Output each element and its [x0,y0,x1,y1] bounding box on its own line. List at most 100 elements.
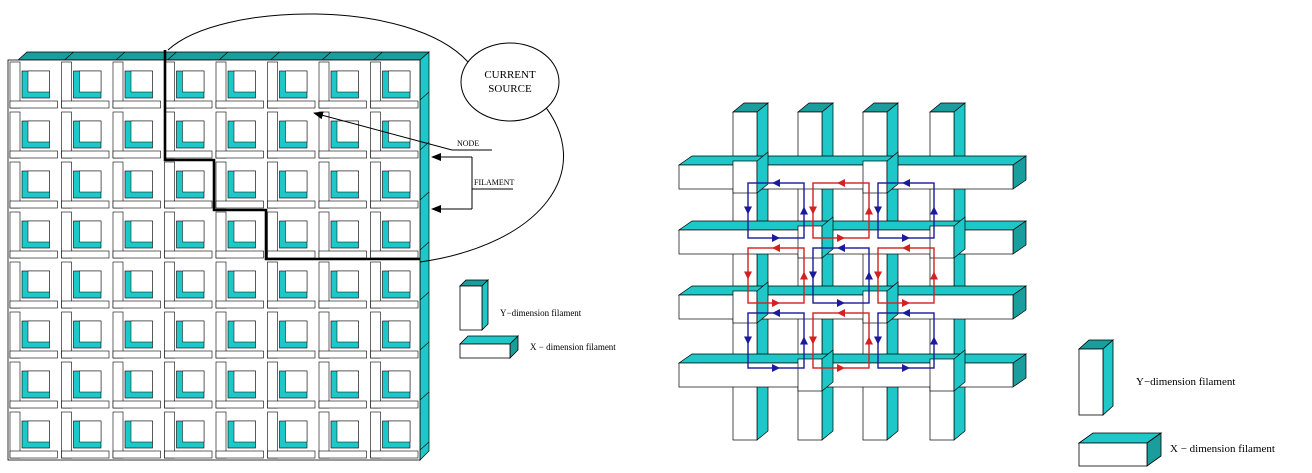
mesh-cell-inner [337,271,359,292]
mesh-x-crossing [216,201,264,208]
mesh-cell-inner [286,371,308,392]
right-legend-y-label: Y−dimension filament [1136,376,1235,388]
mesh-cell-inner [131,321,153,342]
mesh-cell-inner [234,371,256,392]
mesh-x-crossing [62,301,110,308]
mesh-x-crossing [113,251,161,258]
mesh-x-crossing [371,401,419,408]
mesh-x-crossing [216,101,264,108]
mesh-cell-inner [286,271,308,292]
mesh-cell-inner [28,271,50,292]
mesh-x-crossing [113,151,161,158]
mesh-cell-inner [28,121,50,142]
mesh-cell-inner [183,371,205,392]
y-filament-crossing [863,291,887,323]
mesh-cell-inner [337,221,359,242]
right-legend-x-filament-icon [1079,433,1161,466]
mesh-cell-inner [389,171,411,192]
mesh-cell-inner [234,221,256,242]
y-filament-crossing [798,359,822,391]
mesh-x-crossing [62,451,110,458]
mesh-x-crossing [10,301,58,308]
mesh-cell-inner [234,271,256,292]
mesh-x-crossing [268,201,316,208]
node-label: NODE [457,139,479,148]
mesh-cell-inner [389,321,411,342]
mesh-cell-inner [389,221,411,242]
left-mesh-diagram [8,50,429,460]
mesh-cell-inner [389,421,411,442]
filament-label: FILAMENT [474,178,515,187]
current-source-ellipse [461,43,559,121]
left-legend-y-label: Y−dimension filament [500,308,582,318]
y-filament-crossing [863,161,887,193]
mesh-cell-inner [80,71,102,92]
mesh-x-crossing [62,151,110,158]
right-mesh-diagram [679,103,1026,440]
mesh-x-crossing [319,451,367,458]
mesh-cell-inner [337,171,359,192]
mesh-cell-inner [80,421,102,442]
mesh-x-crossing [10,451,58,458]
mesh-cell-inner [80,271,102,292]
mesh-cell-inner [80,121,102,142]
left-legend-x-label: X − dimension filament [530,342,616,352]
mesh-x-crossing [10,151,58,158]
mesh-x-crossing [319,151,367,158]
mesh-x-crossing [268,401,316,408]
mesh-x-crossing [113,301,161,308]
mesh-x-crossing [62,251,110,258]
mesh-x-crossing [113,401,161,408]
mesh-x-crossing [62,401,110,408]
mesh-x-crossing [165,301,213,308]
mesh-cell-inner [28,71,50,92]
left-legend-x-filament-icon [460,336,518,358]
mesh-cell-inner [183,221,205,242]
mesh-cell-inner [389,371,411,392]
mesh-cell-inner [183,421,205,442]
mesh-x-crossing [165,401,213,408]
mesh-cell-inner [131,121,153,142]
mesh-x-crossing [319,251,367,258]
mesh-cell-inner [28,371,50,392]
mesh-cell-inner [183,71,205,92]
mesh-cell-inner [28,421,50,442]
mesh-cell-inner [80,321,102,342]
mesh-cell-inner [389,121,411,142]
filament-annotation: FILAMENT [432,157,515,209]
mesh-x-crossing [216,351,264,358]
right-legend-x-label: X − dimension filament [1170,443,1275,455]
y-filament-crossing [733,161,757,193]
mesh-x-crossing [165,251,213,258]
mesh-cell-inner [183,121,205,142]
mesh-cell-inner [131,421,153,442]
mesh-cell-inner [183,321,205,342]
x-filament-face [679,165,1013,189]
mesh-x-crossing [165,451,213,458]
x-filament-top [679,354,1026,363]
mesh-x-crossing [371,301,419,308]
mesh-x-crossing [10,201,58,208]
mesh-cell-inner [234,71,256,92]
mesh-x-crossing [62,201,110,208]
mesh-x-crossing [268,451,316,458]
mesh-cell-inner [286,121,308,142]
left-legend-y-filament-icon [460,280,488,330]
mesh-cell-inner [286,321,308,342]
x-filament-top [679,221,1026,230]
mesh-x-crossing [216,251,264,258]
mesh-x-crossing [319,401,367,408]
y-filament-crossing [733,291,757,323]
mesh-x-crossing [10,401,58,408]
mesh-x-crossing [10,351,58,358]
mesh-cell-inner [286,71,308,92]
mesh-cell-inner [183,171,205,192]
x-filament-top [679,286,1026,295]
mesh-x-crossing [113,451,161,458]
x-filament-face [679,295,1013,319]
mesh-cell-inner [131,221,153,242]
mesh-cell-inner [286,221,308,242]
mesh-x-crossing [113,201,161,208]
mesh-x-crossing [10,251,58,258]
mesh-x-crossing [268,151,316,158]
